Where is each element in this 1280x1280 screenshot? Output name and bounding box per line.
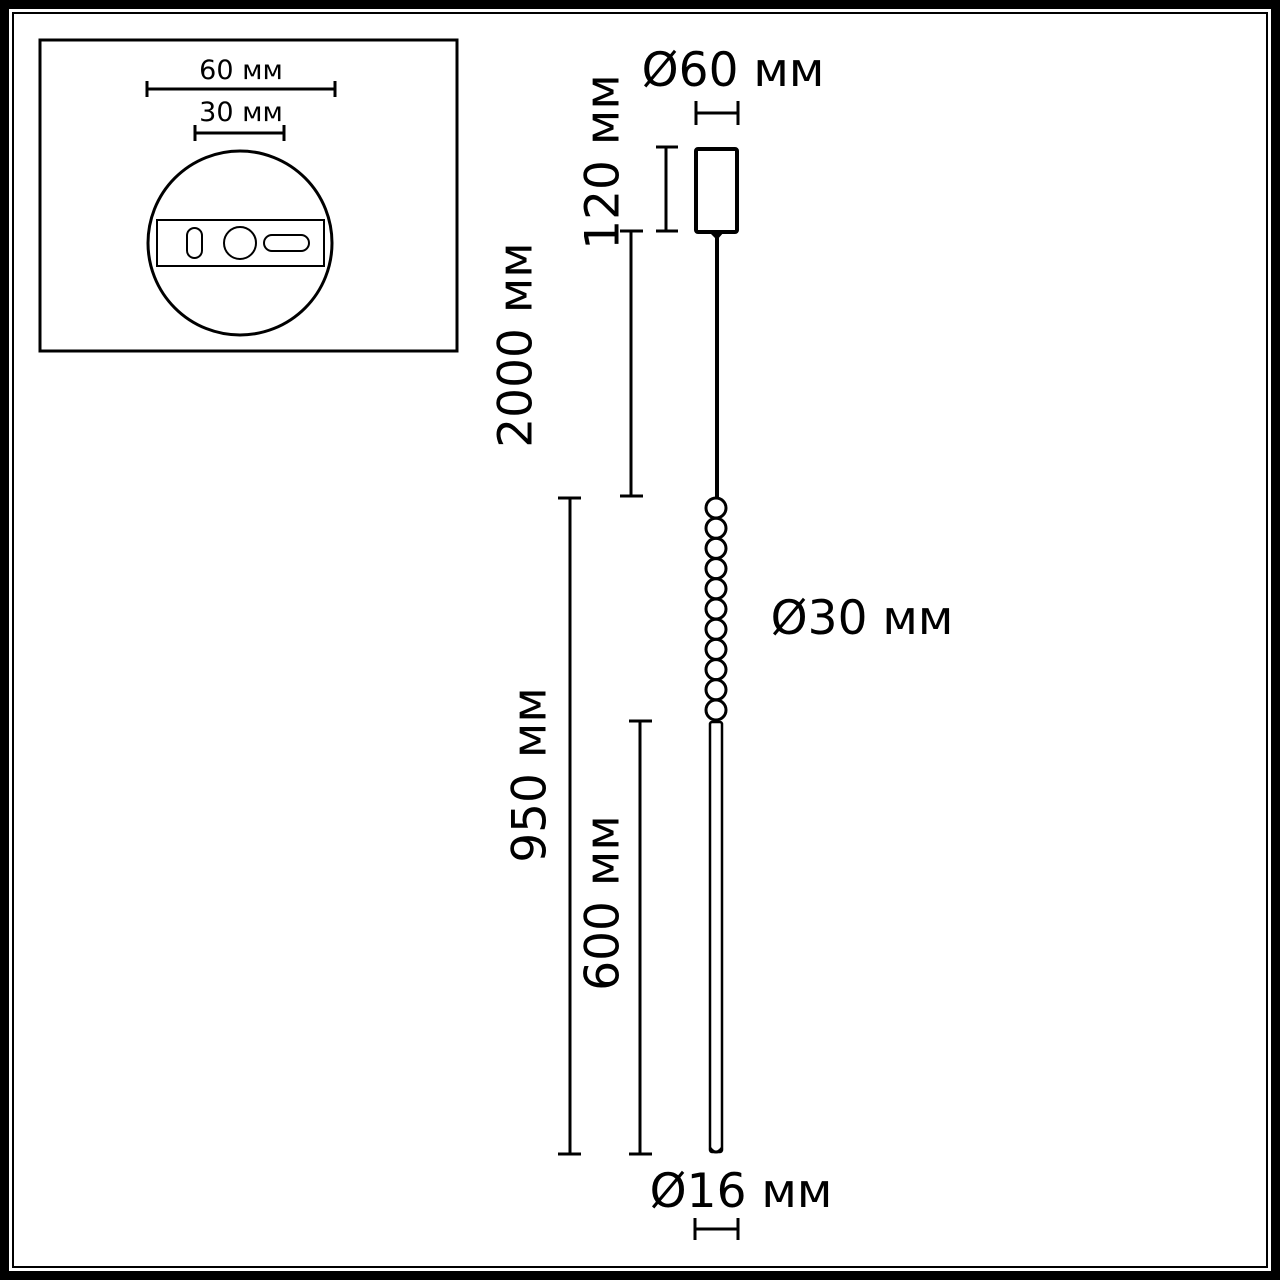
lamp-side-view (694, 147, 739, 1154)
mounting-bracket (156, 219, 325, 267)
bead (704, 698, 728, 722)
bead (704, 617, 728, 641)
bead (704, 577, 728, 601)
canopy-diameter-label: Ø60 мм (642, 43, 825, 98)
canopy-height-label: 120 мм (576, 74, 631, 250)
inner-frame-border (12, 12, 1268, 1268)
canopy-body (694, 147, 739, 234)
inset-box (38, 38, 459, 353)
bead (704, 536, 728, 560)
inset-dim-30-label: 30 мм (199, 97, 283, 128)
slot-horizontal-icon (263, 234, 310, 252)
canopy-plate-circle (146, 149, 334, 337)
rod-diameter-label: Ø16 мм (650, 1164, 833, 1219)
bead-string (704, 496, 728, 722)
beads-diameter-label: Ø30 мм (771, 591, 954, 646)
rod-length-label: 600 мм (576, 815, 631, 991)
slot-vertical-icon (186, 227, 203, 259)
dim-line-60 (145, 81, 337, 97)
dim-cable-length (620, 229, 643, 498)
rod-end-cap (708, 1147, 724, 1154)
lamp-length-label: 950 мм (503, 687, 558, 863)
inset-dim-60-label: 60 мм (199, 55, 283, 86)
bead (704, 597, 728, 621)
bead (704, 557, 728, 581)
bead (704, 637, 728, 661)
dim-line-30 (193, 125, 286, 141)
bead (704, 516, 728, 540)
dim-lamp-length (558, 496, 581, 1156)
light-rod (708, 720, 724, 1154)
cable-length-label: 2000 мм (489, 242, 544, 447)
mounting-plate-inset: 60 мм 30 мм (38, 38, 459, 353)
bead (704, 496, 728, 520)
bead (704, 678, 728, 702)
dim-rod-length (629, 719, 652, 1156)
bead (704, 658, 728, 682)
center-hole-icon (223, 226, 257, 260)
dim-canopy-height (656, 145, 678, 233)
dim-canopy-diameter (694, 101, 740, 125)
dim-rod-diameter (693, 1218, 740, 1240)
